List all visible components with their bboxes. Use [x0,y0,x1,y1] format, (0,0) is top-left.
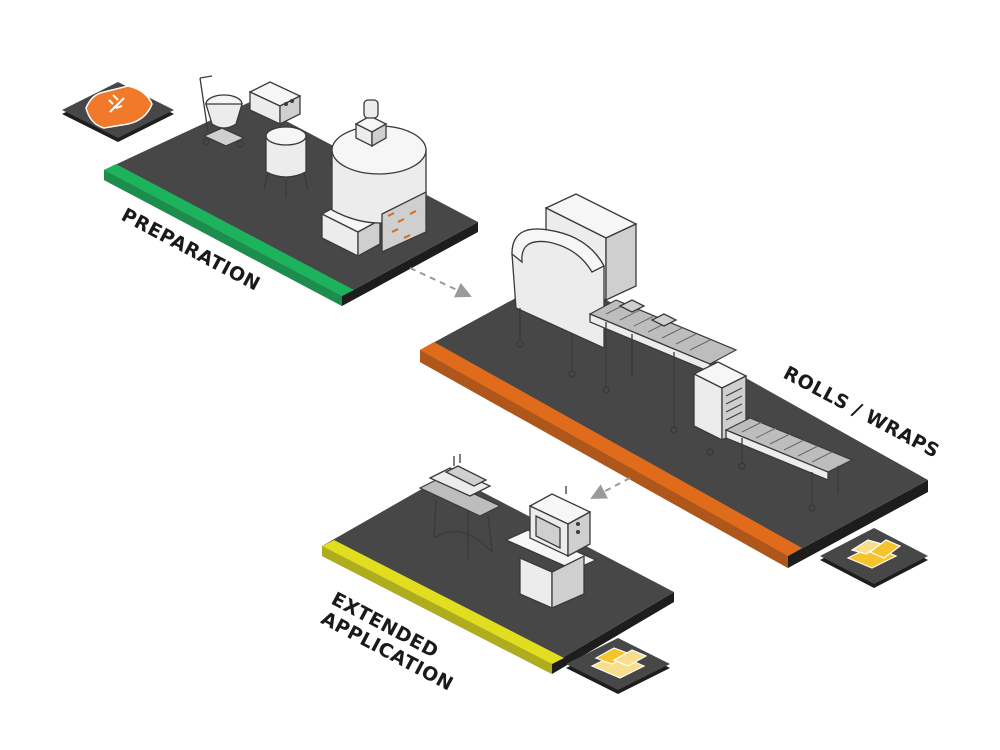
conveyor-belt-lower [724,417,854,512]
extended-floor [322,474,674,664]
spring-rolls-icon [820,528,928,588]
cooking-tank-machine [320,99,427,258]
control-cabinet-machine [248,81,309,198]
preparation-color-strip [104,164,354,296]
rolls-wraps-color-strip [420,342,802,556]
flow-arrow-prep-to-rolls [409,267,472,298]
conveyor-belt-upper [588,299,738,434]
preparation-platform [104,102,478,306]
mixer-cart-machine [199,75,246,148]
flour-sack-icon [62,82,174,142]
extended-color-strip [322,540,564,664]
sealing-conveyor-machine [418,454,502,560]
rolls-wraps-platform [420,274,928,568]
extended-platform [322,474,674,674]
wrapping-machine [511,193,638,378]
wraps-stack-icon [566,638,670,694]
steaming-oven-machine [504,486,598,609]
flow-arrow-rolls-to-extended [590,477,631,499]
